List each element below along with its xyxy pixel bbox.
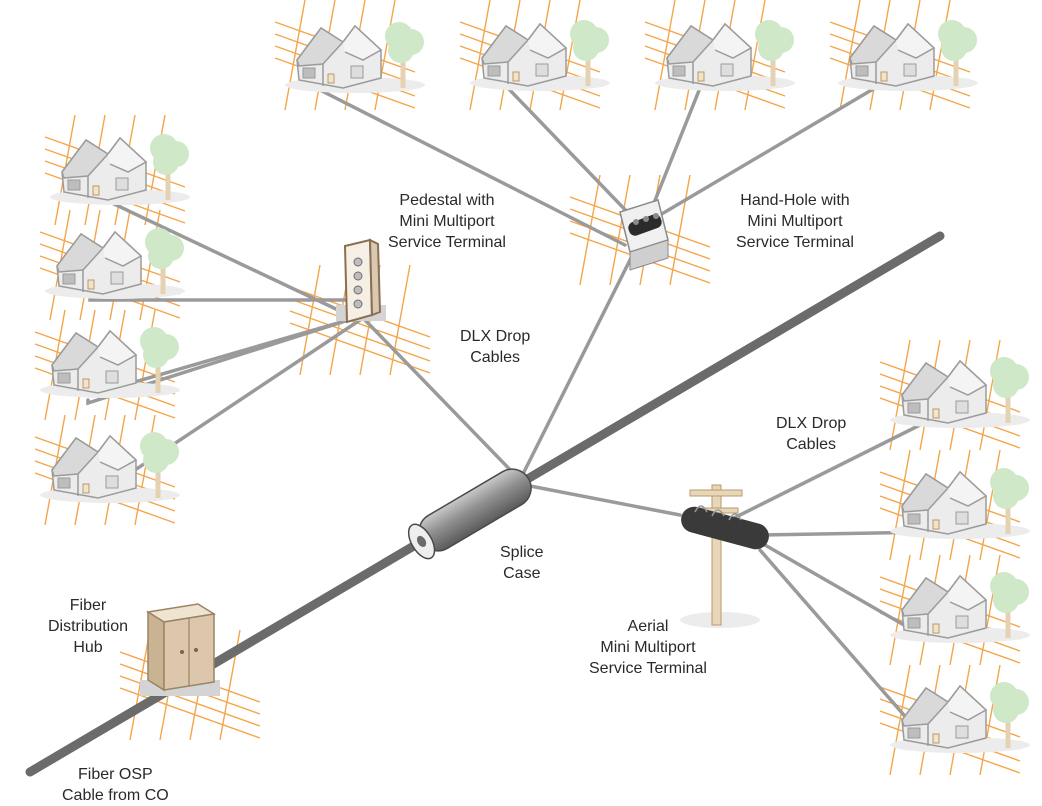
house-icon — [50, 134, 190, 205]
label-line: Fiber OSP — [78, 766, 153, 783]
label-line: Fiber — [69, 597, 107, 614]
house-icon — [470, 20, 610, 91]
label-line: Mini Multiport — [600, 639, 696, 656]
house-icon — [890, 682, 1030, 753]
house-icon — [40, 432, 180, 503]
fiber-distribution-hub — [140, 603, 220, 696]
pedestal-terminal — [336, 238, 386, 324]
label-line: Aerial — [627, 618, 669, 635]
label-line: Mini Multiport — [399, 213, 495, 230]
label-line: Cables — [470, 349, 521, 366]
house-icon — [45, 228, 185, 299]
label-osp-cable: Fiber OSP Cable from CO — [62, 764, 169, 806]
label-line: Service Terminal — [736, 234, 854, 251]
house-icon — [40, 327, 180, 398]
label-line: Distribution — [48, 618, 129, 635]
house-icon — [890, 468, 1030, 539]
label-distribution-hub: Fiber Distribution Hub — [48, 595, 128, 658]
aerial-terminal — [680, 484, 769, 628]
drop-cables — [86, 83, 932, 747]
label-handhole: Hand-Hole with Mini Multiport Service Te… — [736, 190, 854, 253]
label-splice-case: Splice Case — [500, 542, 544, 584]
label-pedestal: Pedestal with Mini Multiport Service Ter… — [388, 190, 506, 253]
label-line: Pedestal with — [399, 192, 495, 209]
house-icon — [890, 572, 1030, 643]
handhole-terminal — [619, 199, 669, 271]
label-line: Cable from CO — [62, 787, 169, 804]
house-icon — [890, 357, 1030, 428]
label-line: Cables — [786, 436, 837, 453]
label-dlx-drop-right: DLX Drop Cables — [776, 413, 846, 455]
label-line: DLX Drop — [776, 415, 847, 432]
house-icon — [838, 20, 978, 91]
label-line: Case — [503, 565, 541, 582]
label-line: Service Terminal — [589, 660, 707, 677]
label-line: Splice — [500, 544, 544, 561]
label-aerial: Aerial Mini Multiport Service Terminal — [589, 616, 707, 679]
label-line: Service Terminal — [388, 234, 506, 251]
label-line: Mini Multiport — [747, 213, 843, 230]
label-line: Hub — [73, 639, 103, 656]
label-line: Hand-Hole with — [740, 192, 850, 209]
splice-case — [407, 468, 532, 560]
label-dlx-drop-left: DLX Drop Cables — [460, 326, 530, 368]
label-line: DLX Drop — [460, 328, 531, 345]
house-icon — [655, 20, 795, 91]
